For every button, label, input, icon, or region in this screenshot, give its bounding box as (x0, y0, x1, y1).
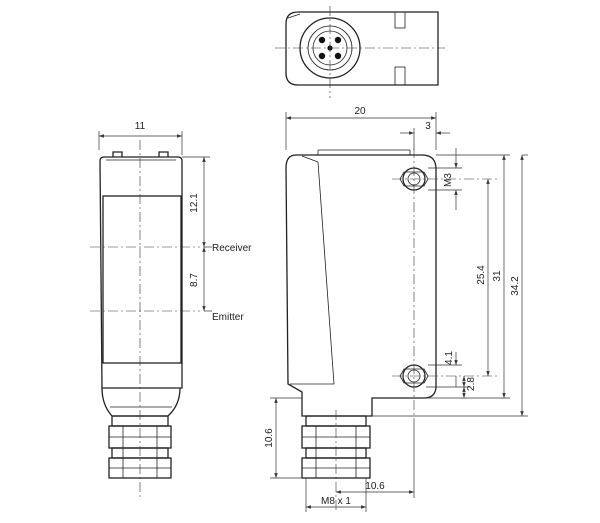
dim-hole-spacing: 25.4 (476, 265, 487, 285)
dim-lower-hole-2-8: 2.8 (466, 377, 477, 391)
connector-pin (318, 52, 326, 60)
dim-hole-offset: 3 (425, 121, 431, 132)
front-view (90, 131, 212, 500)
dim-thread-m3: M3 (443, 173, 454, 187)
dim-thread-m8: M8 x 1 (321, 496, 351, 507)
label-receiver: Receiver (212, 243, 252, 254)
side-view (270, 112, 528, 512)
dim-receiver-height: 12.1 (189, 193, 200, 213)
dim-side-width: 20 (354, 106, 366, 117)
optical-window (102, 195, 182, 364)
dim-connector-height: 10.6 (264, 428, 275, 448)
dim-front-width: 11 (135, 121, 146, 132)
dim-connector-offset: 10.6 (365, 481, 385, 492)
label-emitter: Emitter (212, 312, 244, 323)
connector-pin (318, 36, 326, 44)
dim-height-31: 31 (492, 270, 503, 282)
dim-height-34-2: 34.2 (510, 276, 521, 296)
top-view (275, 6, 445, 98)
connector-pin (334, 52, 342, 60)
dim-receiver-emitter: 8.7 (189, 273, 200, 287)
connector-pin (334, 36, 342, 44)
dim-lower-hole-4-1: 4.1 (444, 351, 455, 365)
